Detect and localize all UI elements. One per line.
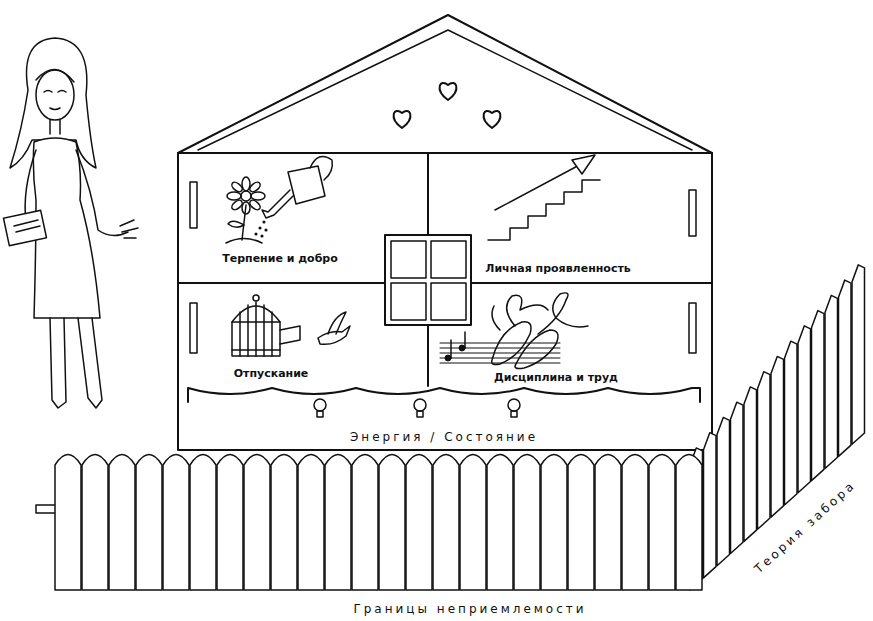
window-pane [391,283,426,320]
fence-picket [190,455,216,591]
fence-picket [298,455,324,591]
wall-slot [190,182,197,228]
fence-picket [676,455,702,591]
room: Личная проявленность [428,153,712,283]
fence-picket [82,455,108,591]
fence-picket [325,455,351,591]
fence-picket [406,455,432,591]
fence-picket [379,455,405,591]
fence-picket [758,372,771,530]
cage-icon [232,295,300,356]
fence-picket [717,417,730,565]
fence-picket [136,455,162,591]
heart [484,111,501,128]
room-label: Терпение и добро [222,252,338,265]
ballet-shoes [492,293,588,369]
foundation-band: Энергия / Состояние [188,392,700,450]
heart [394,111,411,128]
foundation-line [188,388,700,402]
room: Отпускание [178,283,428,383]
house-wall [178,153,712,450]
stairs-icon [488,155,600,240]
room-label: Отпускание [234,367,309,380]
fence-picket [622,455,648,591]
fence-picket [352,455,378,591]
wall-slot [689,303,696,353]
flower-icon [226,177,265,243]
room-label: Энергия / Состояние [350,430,538,444]
fence-picket [649,455,675,591]
bird-icon [318,312,350,344]
fence-picket [744,387,757,541]
roof [178,15,712,153]
fence-picket [244,455,270,591]
fence-picket [109,455,135,591]
fence-picket [487,455,513,591]
watering-can [255,156,332,236]
fence-picket [798,326,811,493]
fence-picket [541,455,567,591]
fence-picket [785,341,798,505]
window-pane [431,283,466,320]
room: Дисциплина и труд [428,283,712,383]
room-label: Личная проявленность [485,262,631,275]
wall-slot [689,190,696,236]
window [385,235,471,325]
fence-picket [217,455,243,591]
fence-picket [704,433,717,578]
fence-picket [595,455,621,591]
fence-picket [460,455,486,591]
wall-slot [190,303,197,353]
room-label: Дисциплина и труд [494,371,618,384]
fence-picket [839,280,852,456]
fence-picket [812,311,825,481]
fence-picket [771,356,784,517]
window-pane [391,241,426,278]
bulb-icon [314,399,520,417]
fence-caption: Границы неприемлемости [353,602,586,616]
fence-picket [825,295,838,468]
fence-picket [163,455,189,591]
window-pane [431,241,466,278]
fence-picket [568,455,594,591]
fence-picket [55,455,81,591]
fence-picket [271,455,297,591]
fence-picket [433,455,459,591]
fence [36,265,865,590]
fence-picket [852,265,865,444]
heart [440,83,457,100]
room: Терпение и добро [178,153,428,283]
woman-figure [4,38,138,408]
fence-picket [514,455,540,591]
fence-picket [731,402,744,553]
roof-inner [198,30,692,150]
